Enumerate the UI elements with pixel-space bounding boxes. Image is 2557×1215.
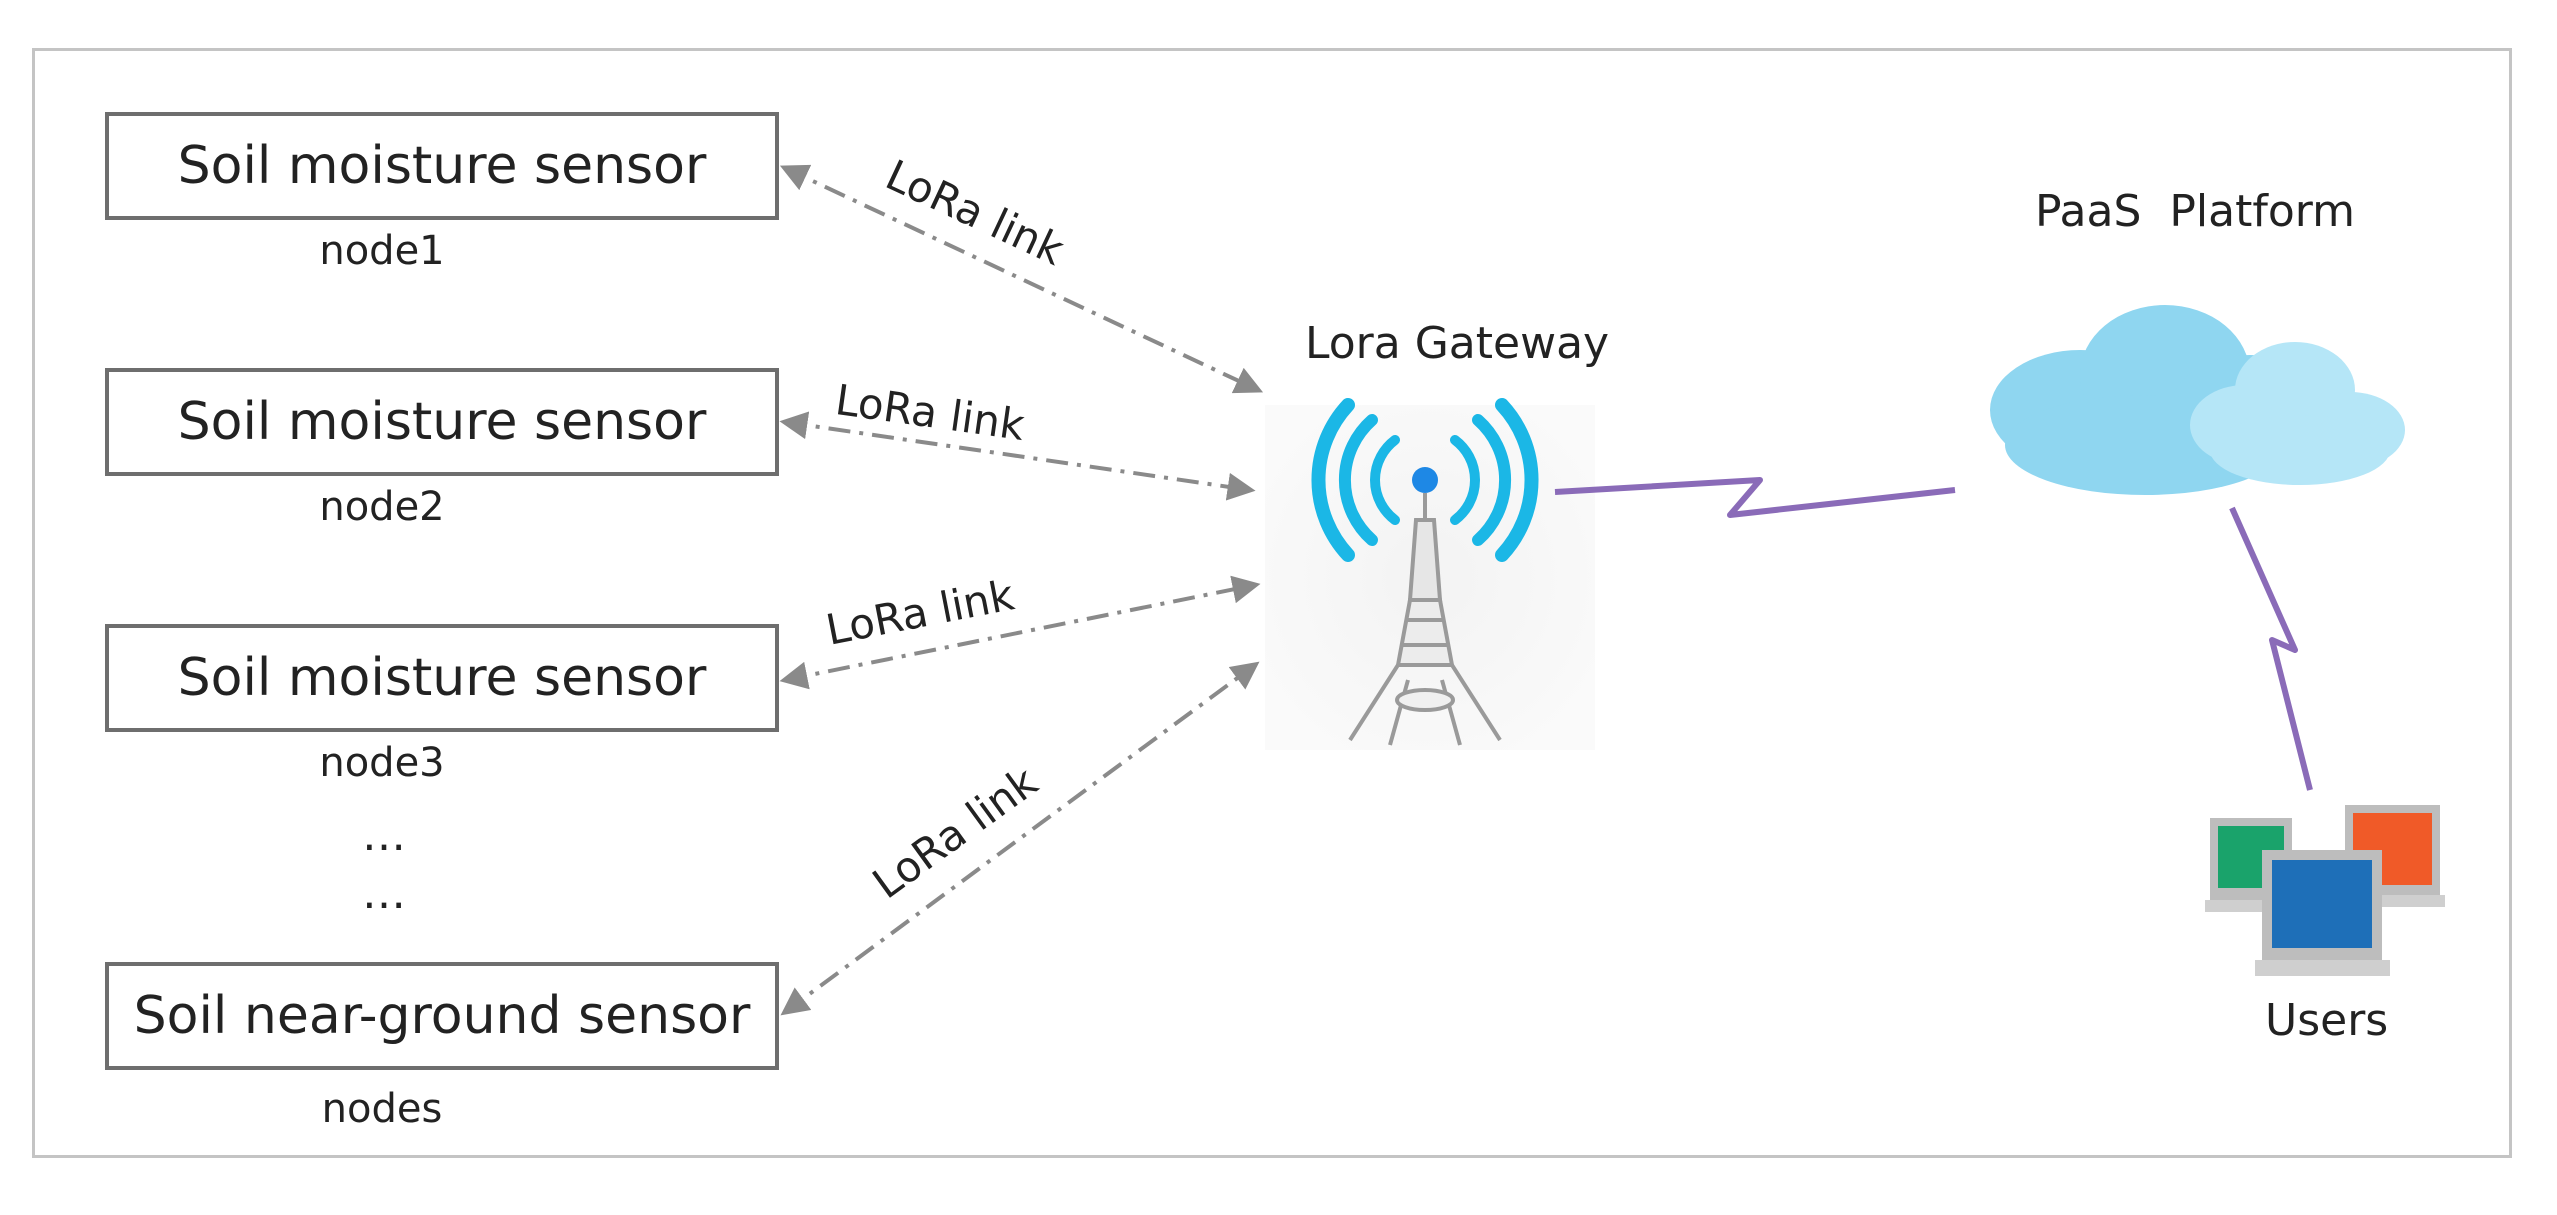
sensor-label: Soil moisture sensor	[177, 392, 707, 452]
ellipsis: …	[362, 810, 408, 861]
lora-link-arrow-2	[779, 411, 1256, 501]
platform-label: PaaS Platform	[2035, 186, 2355, 237]
lora-link-arrow-4	[780, 661, 1260, 1016]
gateway-tower-icon	[1311, 398, 1539, 746]
node-label: nodes	[321, 1086, 443, 1132]
gateway-label: Lora Gateway	[1305, 318, 1610, 369]
sensor-label: Soil moisture sensor	[177, 648, 707, 708]
sensor-box-node3: Soil moisture sensor	[105, 624, 779, 732]
ellipsis: …	[362, 868, 408, 919]
node-label: node1	[319, 228, 445, 274]
sensor-label: Soil near-ground sensor	[133, 986, 751, 1046]
gateway-cloud-lightning	[1554, 477, 1956, 518]
sensor-label: Soil moisture sensor	[177, 136, 707, 196]
users-label: Users	[2265, 995, 2389, 1046]
cloud-users-lightning	[2229, 506, 2313, 791]
lora-link-arrow-1	[779, 164, 1264, 394]
lora-link-arrow-3	[779, 575, 1261, 690]
node-label: node3	[319, 740, 445, 786]
sensor-box-node2: Soil moisture sensor	[105, 368, 779, 476]
node-label: node2	[319, 484, 445, 530]
sensor-box-nodes: Soil near-ground sensor	[105, 962, 779, 1070]
cloud-icon	[1990, 305, 2405, 495]
diagram-frame	[32, 48, 2512, 1158]
sensor-box-node1: Soil moisture sensor	[105, 112, 779, 220]
computers-icon	[2205, 805, 2445, 976]
